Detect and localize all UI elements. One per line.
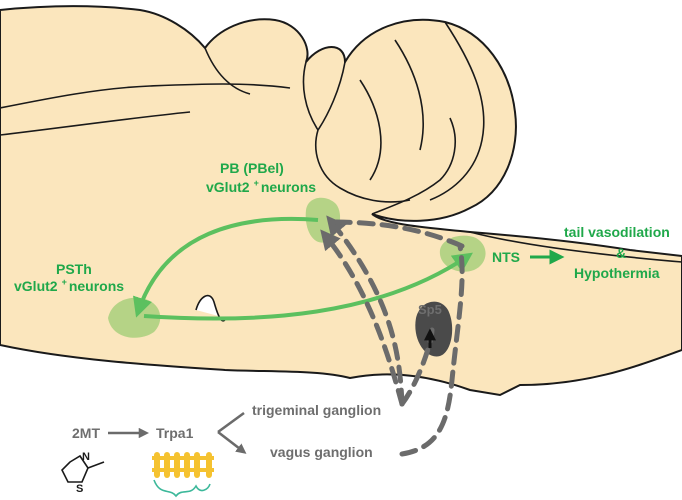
brain-outline <box>0 5 682 397</box>
psth-label-line1: PSTh <box>56 261 92 277</box>
stimulus-label: 2MT <box>72 425 100 441</box>
trigeminal-ganglion-label: trigeminal ganglion <box>252 402 381 418</box>
2mt-molecule-icon <box>61 454 105 483</box>
brain-folds <box>0 21 682 263</box>
psth-label-line2: vGlut2+neurons <box>14 277 124 294</box>
pb-label-line1: PB (PBel) <box>220 160 284 176</box>
nts-to-pb-path <box>133 216 319 318</box>
trpa1-channel-icon <box>152 452 214 498</box>
sp5-label: Sp5 <box>418 302 442 317</box>
pb-label-line2: vGlut2+neurons <box>206 178 316 195</box>
trpa1-branch-arrows <box>217 411 244 452</box>
outcome-line1: tail vasodilation <box>564 224 670 240</box>
outcome-line2: & <box>616 245 626 261</box>
pontine-notch <box>195 294 227 322</box>
psth-to-nts-path <box>143 252 473 321</box>
vagus-ganglion-label: vagus ganglion <box>270 444 373 460</box>
nts-label: NTS <box>492 249 520 265</box>
molecule-s-atom: S <box>76 483 83 495</box>
receptor-label: Trpa1 <box>156 425 194 441</box>
molecule-n-atom: N <box>82 451 90 463</box>
outcome-line3: Hypothermia <box>574 265 660 281</box>
